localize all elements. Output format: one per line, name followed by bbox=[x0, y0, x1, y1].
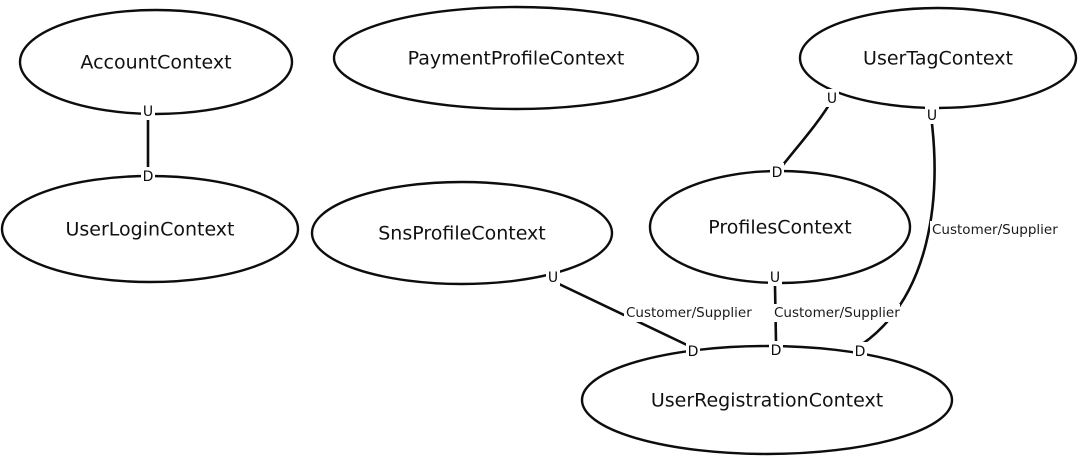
endpoint-backdrop bbox=[546, 268, 560, 286]
endpoint-role-label: D bbox=[143, 169, 154, 185]
relationship-endpoint: D bbox=[770, 163, 784, 181]
endpoint-role-label: D bbox=[855, 344, 866, 360]
relationship-endpoint: U bbox=[141, 102, 155, 120]
relationship-line bbox=[777, 98, 834, 172]
relationship-label: Customer/Supplier bbox=[932, 222, 1058, 238]
context-node[interactable]: UserTagContext bbox=[798, 6, 1078, 110]
relationship-endpoint: U bbox=[825, 89, 839, 107]
endpoint-backdrop bbox=[770, 163, 784, 181]
endpoint-backdrop bbox=[141, 102, 155, 120]
context-label: UserTagContext bbox=[863, 48, 1013, 70]
contexts-layer: AccountContext PaymentProfileContext UserT… bbox=[0, 5, 1078, 456]
context-ellipse bbox=[310, 180, 614, 286]
endpoint-role-label: U bbox=[143, 104, 153, 120]
endpoint-backdrop bbox=[825, 89, 839, 107]
context-node[interactable]: PaymentProfileContext bbox=[332, 5, 700, 111]
context-node[interactable]: AccountContext bbox=[18, 8, 294, 116]
context-label: SnsProfileContext bbox=[378, 223, 546, 245]
relationship-endpoint: U bbox=[546, 268, 560, 286]
relationships-layer bbox=[146, 98, 936, 347]
context-label: PaymentProfileContext bbox=[408, 48, 625, 70]
relationship-label: Customer/Supplier bbox=[626, 305, 752, 321]
endpoints-layer: U D U U D U U D D D bbox=[141, 89, 939, 360]
context-node[interactable]: ProfilesContext bbox=[648, 169, 912, 285]
context-node[interactable]: SnsProfileContext bbox=[310, 180, 614, 286]
relationship-endpoint: D bbox=[769, 341, 783, 359]
relationship-label-group: Customer/Supplier bbox=[772, 304, 900, 322]
relationship-endpoint: U bbox=[768, 268, 782, 286]
context-label: UserLoginContext bbox=[66, 219, 235, 241]
context-label: UserRegistrationContext bbox=[651, 390, 883, 412]
relationship-endpoint: D bbox=[853, 342, 867, 360]
context-ellipse bbox=[580, 344, 954, 456]
endpoint-backdrop bbox=[769, 341, 783, 359]
context-node[interactable]: UserLoginContext bbox=[0, 174, 300, 284]
endpoint-backdrop bbox=[853, 342, 867, 360]
endpoint-backdrop bbox=[768, 268, 782, 286]
endpoint-role-label: U bbox=[927, 108, 937, 124]
context-label: AccountContext bbox=[80, 52, 231, 74]
relationship-label-group: Customer/Supplier bbox=[624, 304, 752, 322]
endpoint-backdrop bbox=[141, 167, 155, 185]
endpoint-role-label: D bbox=[771, 343, 782, 359]
relationship-endpoint: U bbox=[925, 106, 939, 124]
endpoint-role-label: D bbox=[688, 344, 699, 360]
relationship-label-backdrop bbox=[930, 221, 1058, 239]
relationship-line bbox=[859, 122, 936, 347]
context-ellipse bbox=[332, 5, 700, 111]
relationship-endpoint: D bbox=[686, 342, 700, 360]
relationship-label: Customer/Supplier bbox=[774, 305, 900, 321]
relationship-line bbox=[557, 282, 689, 347]
endpoint-backdrop bbox=[925, 106, 939, 124]
relationship-label-backdrop bbox=[624, 304, 752, 322]
endpoint-role-label: U bbox=[827, 91, 837, 107]
edge-labels-layer: Customer/SupplierCustomer/SupplierCustom… bbox=[624, 221, 1058, 322]
context-ellipse bbox=[18, 8, 294, 116]
relationship-endpoint: D bbox=[141, 167, 155, 185]
endpoint-backdrop bbox=[686, 342, 700, 360]
endpoint-role-label: U bbox=[548, 270, 558, 286]
relationship-label-group: Customer/Supplier bbox=[930, 221, 1058, 239]
endpoint-role-label: U bbox=[770, 270, 780, 286]
endpoint-role-label: D bbox=[772, 165, 783, 181]
relationship-label-backdrop bbox=[772, 304, 900, 322]
context-node[interactable]: UserRegistrationContext bbox=[580, 344, 954, 456]
context-label: ProfilesContext bbox=[708, 217, 851, 239]
